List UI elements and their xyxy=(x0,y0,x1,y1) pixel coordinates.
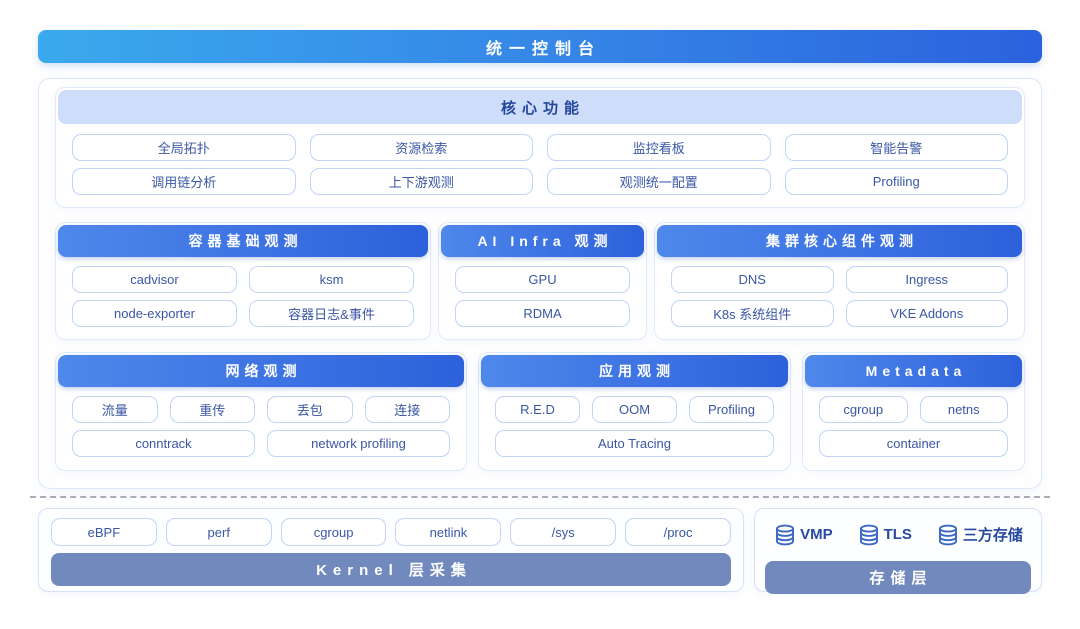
section-ai-infra: AI Infra 观测 GPU RDMA xyxy=(438,222,647,340)
section-metadata-header: Metadata xyxy=(805,355,1022,387)
unified-console-label: 统一控制台 xyxy=(485,40,601,58)
item-oom: OOM xyxy=(592,396,677,423)
item-vke-addons: VKE Addons xyxy=(845,300,1008,327)
storage-items-row: VMP TLS xyxy=(765,515,1031,554)
database-icon xyxy=(859,524,878,545)
item-perf: perf xyxy=(165,518,272,546)
section-application-header: 应用观测 xyxy=(481,355,788,387)
core-item-monitor-dashboard: 监控看板 xyxy=(547,134,771,161)
item-network-profiling: network profiling xyxy=(267,430,450,457)
section-network-row2: conntrack network profiling xyxy=(72,430,450,457)
core-functions-title: 核心功能 xyxy=(500,99,585,117)
item-connection: 连接 xyxy=(364,396,450,423)
item-packet-loss: 丢包 xyxy=(267,396,353,423)
core-item-profiling: Profiling xyxy=(784,168,1008,195)
storage-item-tls: TLS xyxy=(857,523,912,547)
item-conntrack: conntrack xyxy=(72,430,255,457)
core-item-smart-alert: 智能告警 xyxy=(784,134,1008,161)
core-item-unified-config: 观测统一配置 xyxy=(547,168,771,195)
section-container-basic-title: 容器基础观测 xyxy=(188,233,303,249)
section-network: 网络观测 流量 重传 丢包 连接 conntrack network profi… xyxy=(55,352,467,471)
section-ai-infra-body: GPU RDMA xyxy=(441,257,644,336)
storage-layer-card: VMP TLS xyxy=(754,508,1042,594)
section-application-title: 应用观测 xyxy=(599,363,675,379)
core-functions-section: 核心功能 全局拓扑 资源检索 监控看板 智能告警 调用链分析 上下游观测 观测统… xyxy=(55,87,1025,208)
item-netlink: netlink xyxy=(395,518,502,546)
section-cluster-core: 集群核心组件观测 DNS Ingress K8s 系统组件 VKE Addons xyxy=(654,222,1025,340)
item-auto-tracing: Auto Tracing xyxy=(495,430,774,457)
section-metadata-row1: cgroup netns xyxy=(819,396,1008,423)
main-panel: 核心功能 全局拓扑 资源检索 监控看板 智能告警 调用链分析 上下游观测 观测统… xyxy=(38,78,1042,489)
item-k8s-system-components: K8s 系统组件 xyxy=(671,300,834,327)
storage-item-vmp: VMP xyxy=(773,523,833,547)
section-ai-infra-title: AI Infra 观测 xyxy=(477,233,613,249)
section-ai-infra-header: AI Infra 观测 xyxy=(441,225,644,257)
item-cgroup: cgroup xyxy=(819,396,908,423)
section-cluster-core-title: 集群核心组件观测 xyxy=(766,233,918,249)
item-netns: netns xyxy=(919,396,1008,423)
item-app-profiling: Profiling xyxy=(689,396,774,423)
section-application-body: R.E.D OOM Profiling Auto Tracing xyxy=(481,387,788,466)
section-container-basic: 容器基础观测 cadvisor ksm node-exporter 容器日志&事… xyxy=(55,222,431,340)
item-kernel-cgroup: cgroup xyxy=(280,518,387,546)
item-gpu: GPU xyxy=(455,266,630,293)
section-metadata: Metadata cgroup netns container xyxy=(802,352,1025,471)
section-metadata-row2: container xyxy=(819,430,1008,457)
item-container: container xyxy=(819,430,1008,457)
section-cluster-core-header: 集群核心组件观测 xyxy=(657,225,1022,257)
section-container-basic-body: cadvisor ksm node-exporter 容器日志&事件 xyxy=(58,257,428,336)
bottom-layer-row: eBPF perf cgroup netlink /sys /proc Kern… xyxy=(38,508,1042,594)
item-ebpf: eBPF xyxy=(51,518,157,546)
kernel-layer-title: Kernel 层采集 xyxy=(316,562,472,579)
core-functions-header: 核心功能 xyxy=(58,90,1022,124)
section-application: 应用观测 R.E.D OOM Profiling Auto Tracing xyxy=(478,352,791,471)
section-network-body: 流量 重传 丢包 连接 conntrack network profiling xyxy=(58,387,464,466)
section-network-title: 网络观测 xyxy=(225,363,302,379)
core-item-trace-analysis: 调用链分析 xyxy=(72,168,296,195)
item-red: R.E.D xyxy=(495,396,580,423)
item-proc: /proc xyxy=(625,518,731,546)
section-container-basic-header: 容器基础观测 xyxy=(58,225,428,257)
storage-item-tls-label: TLS xyxy=(883,526,912,543)
section-application-row2: Auto Tracing xyxy=(495,430,774,457)
core-item-updown-observe: 上下游观测 xyxy=(309,168,533,195)
kernel-items-row: eBPF perf cgroup netlink /sys /proc xyxy=(51,518,731,546)
core-item-resource-search: 资源检索 xyxy=(309,134,533,161)
section-metadata-body: cgroup netns container xyxy=(805,387,1022,466)
middle-section-row: 容器基础观测 cadvisor ksm node-exporter 容器日志&事… xyxy=(55,222,1025,340)
storage-item-third-party-label: 三方存储 xyxy=(962,527,1023,544)
item-ingress: Ingress xyxy=(845,266,1008,293)
storage-item-third-party: 三方存储 xyxy=(936,523,1023,547)
section-cluster-core-body: DNS Ingress K8s 系统组件 VKE Addons xyxy=(657,257,1022,336)
section-metadata-title: Metadata xyxy=(865,363,967,379)
item-node-exporter: node-exporter xyxy=(72,300,237,327)
core-item-global-topology: 全局拓扑 xyxy=(72,134,296,161)
database-icon xyxy=(776,524,795,545)
item-ksm: ksm xyxy=(249,266,414,293)
storage-layer-title: 存储层 xyxy=(869,570,933,587)
item-cadvisor: cadvisor xyxy=(72,266,237,293)
item-sys: /sys xyxy=(510,518,617,546)
section-application-row1: R.E.D OOM Profiling xyxy=(495,396,774,423)
core-functions-grid: 全局拓扑 资源检索 监控看板 智能告警 调用链分析 上下游观测 观测统一配置 P… xyxy=(58,124,1022,205)
item-retransmission: 重传 xyxy=(169,396,255,423)
kernel-layer-card: eBPF perf cgroup netlink /sys /proc Kern… xyxy=(38,508,744,592)
unified-console-banner: 统一控制台 xyxy=(38,30,1042,63)
item-container-logs-events: 容器日志&事件 xyxy=(249,300,414,327)
storage-item-vmp-label: VMP xyxy=(800,526,833,543)
database-icon xyxy=(938,524,957,545)
item-traffic: 流量 xyxy=(72,396,158,423)
item-dns: DNS xyxy=(671,266,834,293)
section-network-header: 网络观测 xyxy=(58,355,464,387)
lower-section-row: 网络观测 流量 重传 丢包 连接 conntrack network profi… xyxy=(55,352,1025,471)
section-network-row1: 流量 重传 丢包 连接 xyxy=(72,396,450,423)
kernel-layer-bar: Kernel 层采集 xyxy=(51,553,731,586)
storage-layer-bar: 存储层 xyxy=(765,561,1031,594)
layer-divider xyxy=(30,496,1050,498)
item-rdma: RDMA xyxy=(455,300,630,327)
